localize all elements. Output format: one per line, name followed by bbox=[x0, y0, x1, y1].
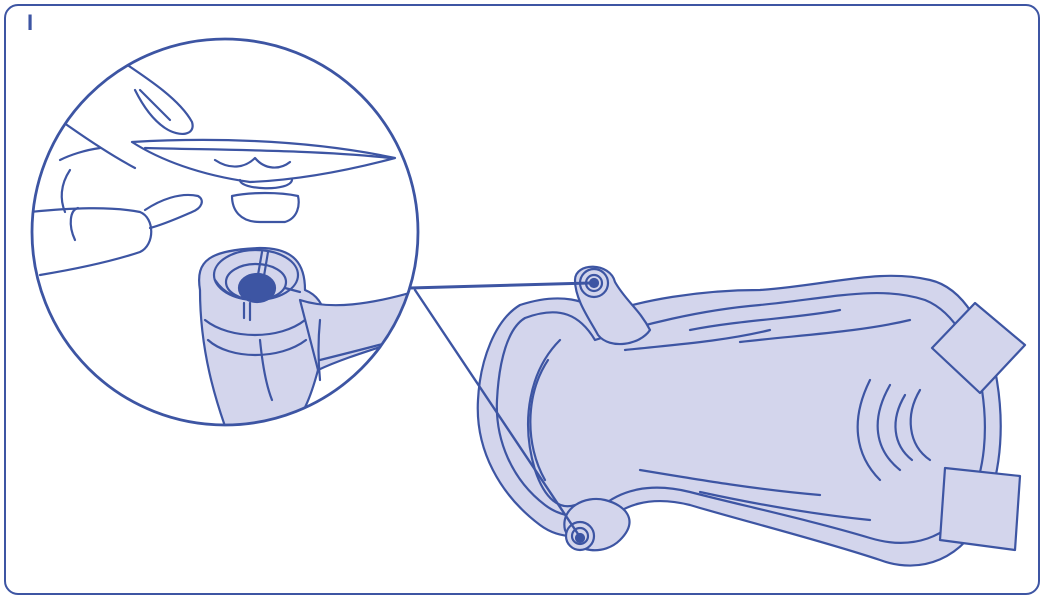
bottom-screw-dot bbox=[574, 532, 586, 544]
illustration-frame bbox=[4, 4, 1040, 595]
magnified-valve-icon bbox=[32, 58, 418, 425]
finger-icon bbox=[118, 58, 194, 136]
valve-hole-dot bbox=[237, 272, 277, 304]
magnifier-circle bbox=[30, 37, 420, 427]
lower-tab-icon bbox=[938, 466, 1022, 552]
pouch-icon bbox=[476, 274, 1002, 567]
bottom-mount-icon bbox=[563, 497, 631, 552]
upper-tab-icon bbox=[930, 301, 1027, 395]
step-label: I bbox=[27, 10, 34, 35]
cap-icon bbox=[130, 138, 397, 184]
pointer-line-bottom bbox=[413, 288, 580, 536]
pointer-line-top bbox=[408, 281, 592, 290]
